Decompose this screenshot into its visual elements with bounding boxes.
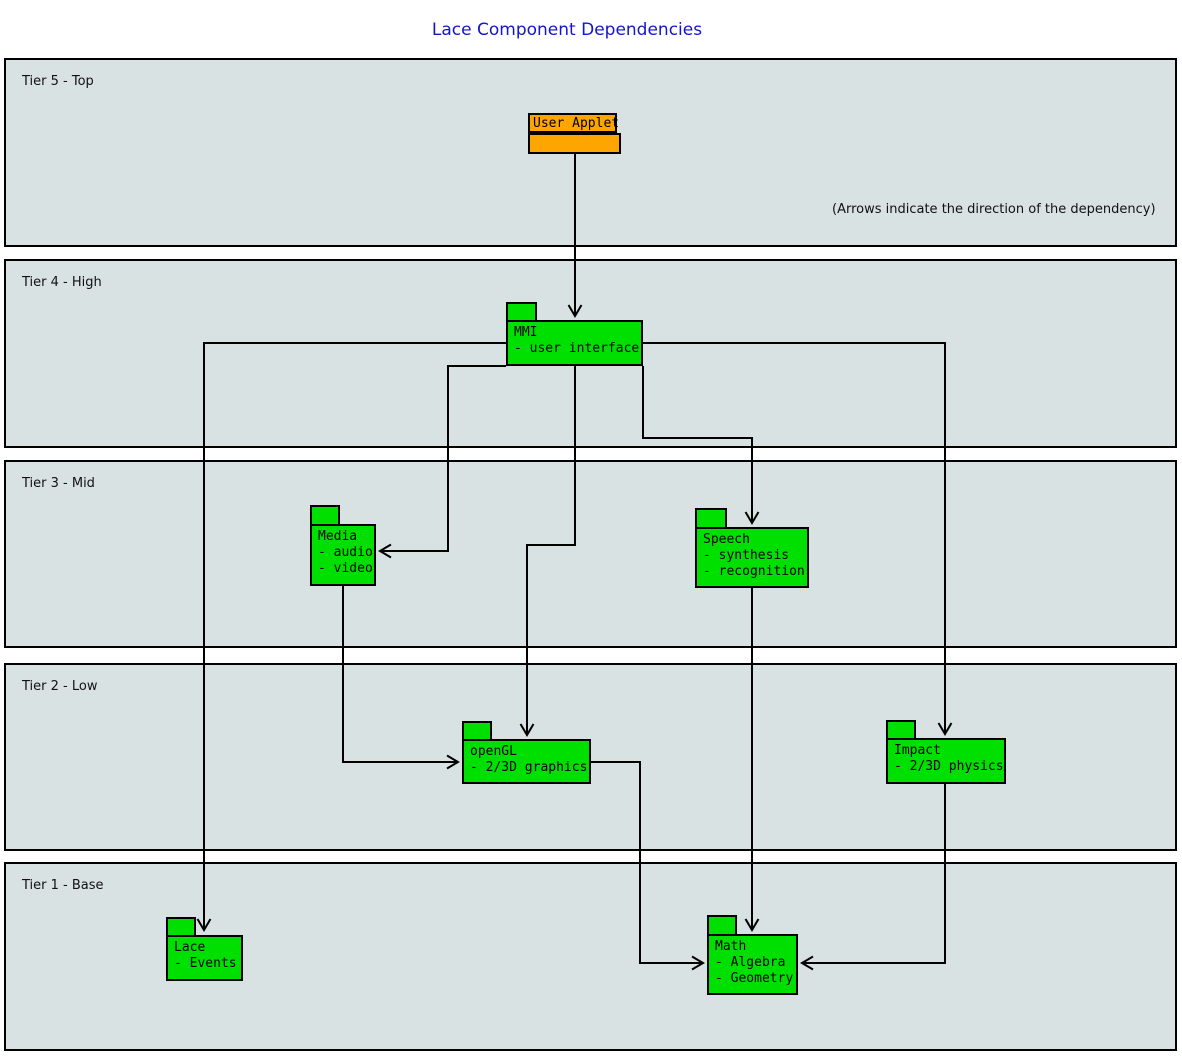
speech-text-line: - recognition	[703, 564, 805, 579]
tier-label-tier-3: Tier 3 - Mid	[22, 476, 95, 491]
opengl-text-line: - 2/3D graphics	[470, 760, 588, 775]
impact-text-line: Impact	[894, 743, 941, 758]
media-folder-tab-icon	[310, 505, 340, 526]
tier-label-tier-4: Tier 4 - High	[22, 275, 102, 290]
mmi-label-block: MMI- user interface	[506, 320, 643, 366]
tier-band-tier-3: Tier 3 - Mid	[4, 460, 1177, 648]
impact-text-line: - 2/3D physics	[894, 759, 1004, 774]
math-text-line: Math	[715, 939, 747, 954]
tier-label-tier-5: Tier 5 - Top	[22, 74, 94, 89]
tier-label-tier-1: Tier 1 - Base	[22, 878, 104, 893]
media-text-line: - audio	[318, 545, 373, 560]
media-label-block: Media- audio- video	[310, 524, 376, 586]
math-text-line: - Algebra	[715, 955, 786, 970]
media-text-line: Media	[318, 529, 358, 544]
impact-folder-tab-icon	[886, 720, 916, 740]
opengl-label-block: openGL- 2/3D graphics	[462, 739, 591, 784]
user-applet-body	[528, 133, 621, 154]
math-label-block: Math- Algebra- Geometry	[707, 934, 798, 995]
lace-text-line: - Events	[174, 956, 237, 971]
speech-text-line: Speech	[703, 532, 750, 547]
media-text-line: - video	[318, 561, 373, 576]
user-applet-label: User Applet	[528, 113, 619, 133]
math-text-line: - Geometry	[715, 971, 794, 986]
math-folder-tab-icon	[707, 915, 737, 936]
mmi-text-line: - user interface	[514, 341, 640, 356]
tier-label-tier-2: Tier 2 - Low	[22, 679, 98, 694]
lace-text-line: Lace	[174, 940, 206, 955]
opengl-text-line: openGL	[470, 744, 517, 759]
diagram-title: Lace Component Dependencies	[431, 20, 703, 40]
mmi-folder-tab-icon	[506, 302, 537, 322]
mmi-text-line: MMI	[514, 325, 538, 340]
speech-folder-tab-icon	[695, 508, 727, 529]
dependency-direction-note: (Arrows indicate the direction of the de…	[832, 202, 1156, 217]
speech-text-line: - synthesis	[703, 548, 790, 563]
impact-label-block: Impact- 2/3D physics	[886, 738, 1006, 784]
speech-label-block: Speech- synthesis- recognition	[695, 527, 809, 588]
opengl-folder-tab-icon	[462, 721, 492, 741]
lace-label-block: Lace- Events	[166, 935, 243, 981]
lace-folder-tab-icon	[166, 917, 196, 937]
